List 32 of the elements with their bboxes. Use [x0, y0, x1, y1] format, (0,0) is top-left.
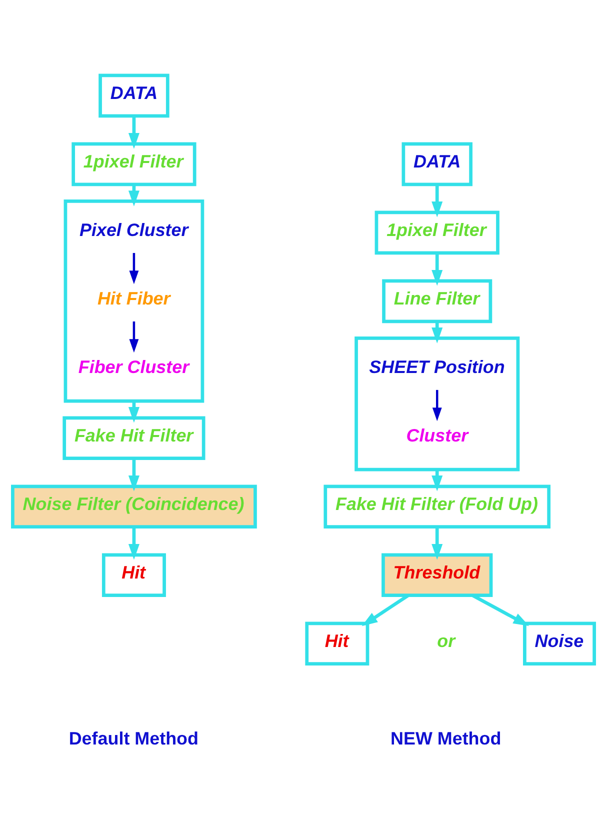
arrow [129, 252, 139, 284]
node-box: Hit [102, 553, 166, 598]
label: Default Method [68, 728, 198, 748]
node-box: Threshold [382, 553, 493, 598]
node-box: DATA [402, 142, 472, 186]
arrow [432, 526, 443, 560]
label: or [437, 630, 456, 651]
cluster [354, 336, 520, 472]
node-box: Noise Filter (Coincidence) [11, 484, 257, 529]
arrow [128, 458, 140, 492]
node-text: SHEET Position [369, 356, 505, 377]
arrow [432, 390, 442, 422]
node-text: Cluster [406, 425, 468, 446]
node-box: 1pixel Filter [72, 142, 196, 186]
node-box: DATA [98, 74, 170, 118]
node-text: Pixel Cluster [80, 220, 188, 240]
cluster [64, 200, 204, 403]
arrow [362, 594, 410, 626]
node-box: Hit [305, 622, 370, 666]
node-text: Fiber Cluster [78, 356, 190, 377]
arrow [432, 184, 443, 218]
node-box: Fake Hit Filter (Fold Up) [324, 484, 550, 529]
arrow [432, 252, 443, 286]
node-box: Fake Hit Filter [62, 416, 206, 460]
node-box: Noise [523, 622, 596, 666]
arrow [129, 321, 139, 353]
arrow [128, 116, 140, 149]
node-box: 1pixel Filter [374, 210, 500, 255]
node-text: Hit Fiber [97, 288, 170, 308]
label: NEW Method [390, 728, 502, 748]
arrow [128, 526, 140, 560]
node-box: Line Filter [382, 279, 492, 324]
